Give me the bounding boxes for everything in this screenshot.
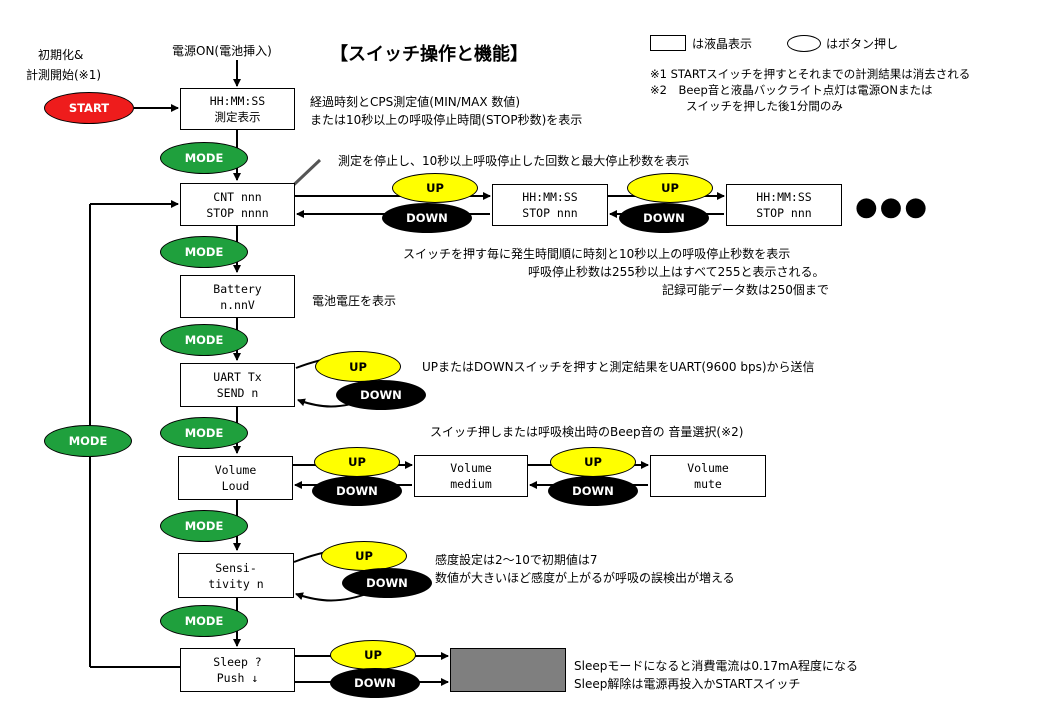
down-button[interactable]: DOWN	[619, 203, 709, 233]
lcd-stop-record-1: HH:MM:SS STOP nnn	[492, 184, 608, 226]
mode-button[interactable]: MODE	[160, 324, 248, 356]
lcd-stop-record-2: HH:MM:SS STOP nnn	[726, 184, 842, 226]
lcd-line1: UART Tx	[213, 370, 262, 384]
desc-stop-line3: 記録可能データ数は250個まで	[662, 283, 829, 297]
desc-stop-line2: 呼吸停止秒数は255秒以上はすべて255と表示される。	[528, 265, 825, 279]
lcd-line1: HH:MM:SS	[522, 190, 578, 204]
lcd-uart-display: UART Tx SEND n	[180, 363, 295, 407]
mode-return-button[interactable]: MODE	[44, 425, 132, 457]
lcd-line2: STOP nnn	[756, 206, 812, 220]
desc-sensitivity-line2: 数値が大きいほど感度が上がるが呼吸の誤検出が増える	[435, 571, 735, 585]
desc-stop-line1: スイッチを押す毎に発生時間順に時刻と10秒以上の呼吸停止秒数を表示	[403, 247, 791, 261]
down-button[interactable]: DOWN	[342, 568, 432, 598]
sleep-mode-screen	[450, 648, 566, 692]
start-button[interactable]: START	[44, 92, 134, 124]
lcd-line1: HH:MM:SS	[756, 190, 812, 204]
desc-uart: UPまたはDOWNスイッチを押すと測定結果をUART(9600 bps)から送信	[422, 360, 815, 374]
mode-button[interactable]: MODE	[160, 142, 248, 174]
note-2-line1: ※2 Beep音と液晶バックライト点灯は電源ONまたは	[650, 83, 933, 97]
lcd-line2: tivity n	[208, 576, 264, 591]
mode-button[interactable]: MODE	[160, 417, 248, 449]
down-button[interactable]: DOWN	[382, 203, 472, 233]
down-button[interactable]: DOWN	[312, 476, 402, 506]
more-records-ellipsis: ●●●	[855, 192, 930, 222]
lcd-line1: Volume	[214, 463, 257, 477]
mode-button[interactable]: MODE	[160, 510, 248, 542]
lcd-line1: Sensi-	[215, 560, 257, 575]
desc-measure-line2: または10秒以上の呼吸停止時間(STOP秒数)を表示	[310, 113, 583, 127]
mode-button[interactable]: MODE	[160, 236, 248, 268]
start-label-line2: 計測開始(※1)	[26, 68, 102, 82]
lcd-line1: CNT nnn	[213, 189, 262, 204]
note-1: ※1 STARTスイッチを押すとそれまでの計測結果は消去される	[650, 67, 971, 81]
lcd-sleep-display: Sleep ? Push ↓	[180, 648, 295, 692]
legend-lcd-label: は液晶表示	[692, 37, 753, 51]
lcd-line2: STOP nnn	[522, 206, 578, 220]
lcd-line2: 測定表示	[214, 110, 261, 124]
lcd-line2: medium	[450, 477, 492, 491]
power-on-label: 電源ON(電池挿入)	[172, 44, 272, 58]
desc-battery: 電池電圧を表示	[312, 294, 397, 308]
up-button[interactable]: UP	[315, 351, 401, 382]
lcd-line2: Loud	[221, 479, 250, 493]
desc-sleep-line2: Sleep解除は電源再投入かSTARTスイッチ	[574, 677, 801, 691]
up-button[interactable]: UP	[392, 173, 478, 203]
lcd-line2: mute	[694, 477, 722, 491]
lcd-cnt-display: CNT nnn STOP nnnn	[180, 183, 295, 226]
desc-cnt: 測定を停止し、10秒以上呼吸停止した回数と最大停止秒数を表示	[338, 154, 690, 168]
lcd-line2: STOP nnnn	[206, 205, 269, 220]
lcd-sensitivity-display: Sensi- tivity n	[178, 553, 294, 598]
desc-sensitivity-line1: 感度設定は2～10で初期値は7	[435, 553, 598, 567]
note-2-line2: スイッチを押した後1分間のみ	[686, 99, 843, 113]
lcd-line2: n.nnV	[220, 297, 255, 312]
start-label-line1: 初期化&	[38, 48, 84, 62]
diagram-title: 【スイッチ操作と機能】	[330, 44, 528, 65]
lcd-volume-loud-display: Volume Loud	[178, 456, 293, 500]
legend-button-oval	[787, 35, 821, 52]
up-button[interactable]: UP	[321, 541, 407, 571]
up-button[interactable]: UP	[627, 173, 713, 203]
lcd-battery-display: Battery n.nnV	[180, 275, 295, 318]
lcd-measure-display: HH:MM:SS 測定表示	[180, 88, 295, 130]
lcd-line1: Sleep ?	[213, 655, 262, 669]
desc-sleep-line1: Sleepモードになると消費電流は0.17mA程度になる	[574, 659, 858, 673]
down-button[interactable]: DOWN	[330, 668, 420, 698]
lcd-volume-mute-display: Volume mute	[650, 455, 766, 497]
lcd-line1: Volume	[450, 461, 492, 475]
lcd-line2: SEND n	[216, 386, 259, 400]
lcd-line1: Battery	[213, 281, 262, 296]
down-button[interactable]: DOWN	[336, 380, 426, 410]
lcd-line1: HH:MM:SS	[209, 94, 266, 108]
legend-lcd-rect	[650, 35, 686, 51]
mode-button[interactable]: MODE	[160, 605, 248, 637]
desc-measure-line1: 経過時刻とCPS測定値(MIN/MAX 数値)	[310, 95, 521, 109]
lcd-volume-medium-display: Volume medium	[414, 455, 528, 497]
down-button[interactable]: DOWN	[548, 476, 638, 506]
up-button[interactable]: UP	[550, 447, 636, 477]
lcd-line2: Push ↓	[216, 671, 259, 685]
desc-volume: スイッチ押しまたは呼吸検出時のBeep音の 音量選択(※2)	[430, 425, 744, 439]
up-button[interactable]: UP	[314, 447, 400, 477]
up-button[interactable]: UP	[330, 640, 416, 670]
lcd-line1: Volume	[687, 461, 729, 475]
legend-button-label: はボタン押し	[826, 37, 899, 51]
